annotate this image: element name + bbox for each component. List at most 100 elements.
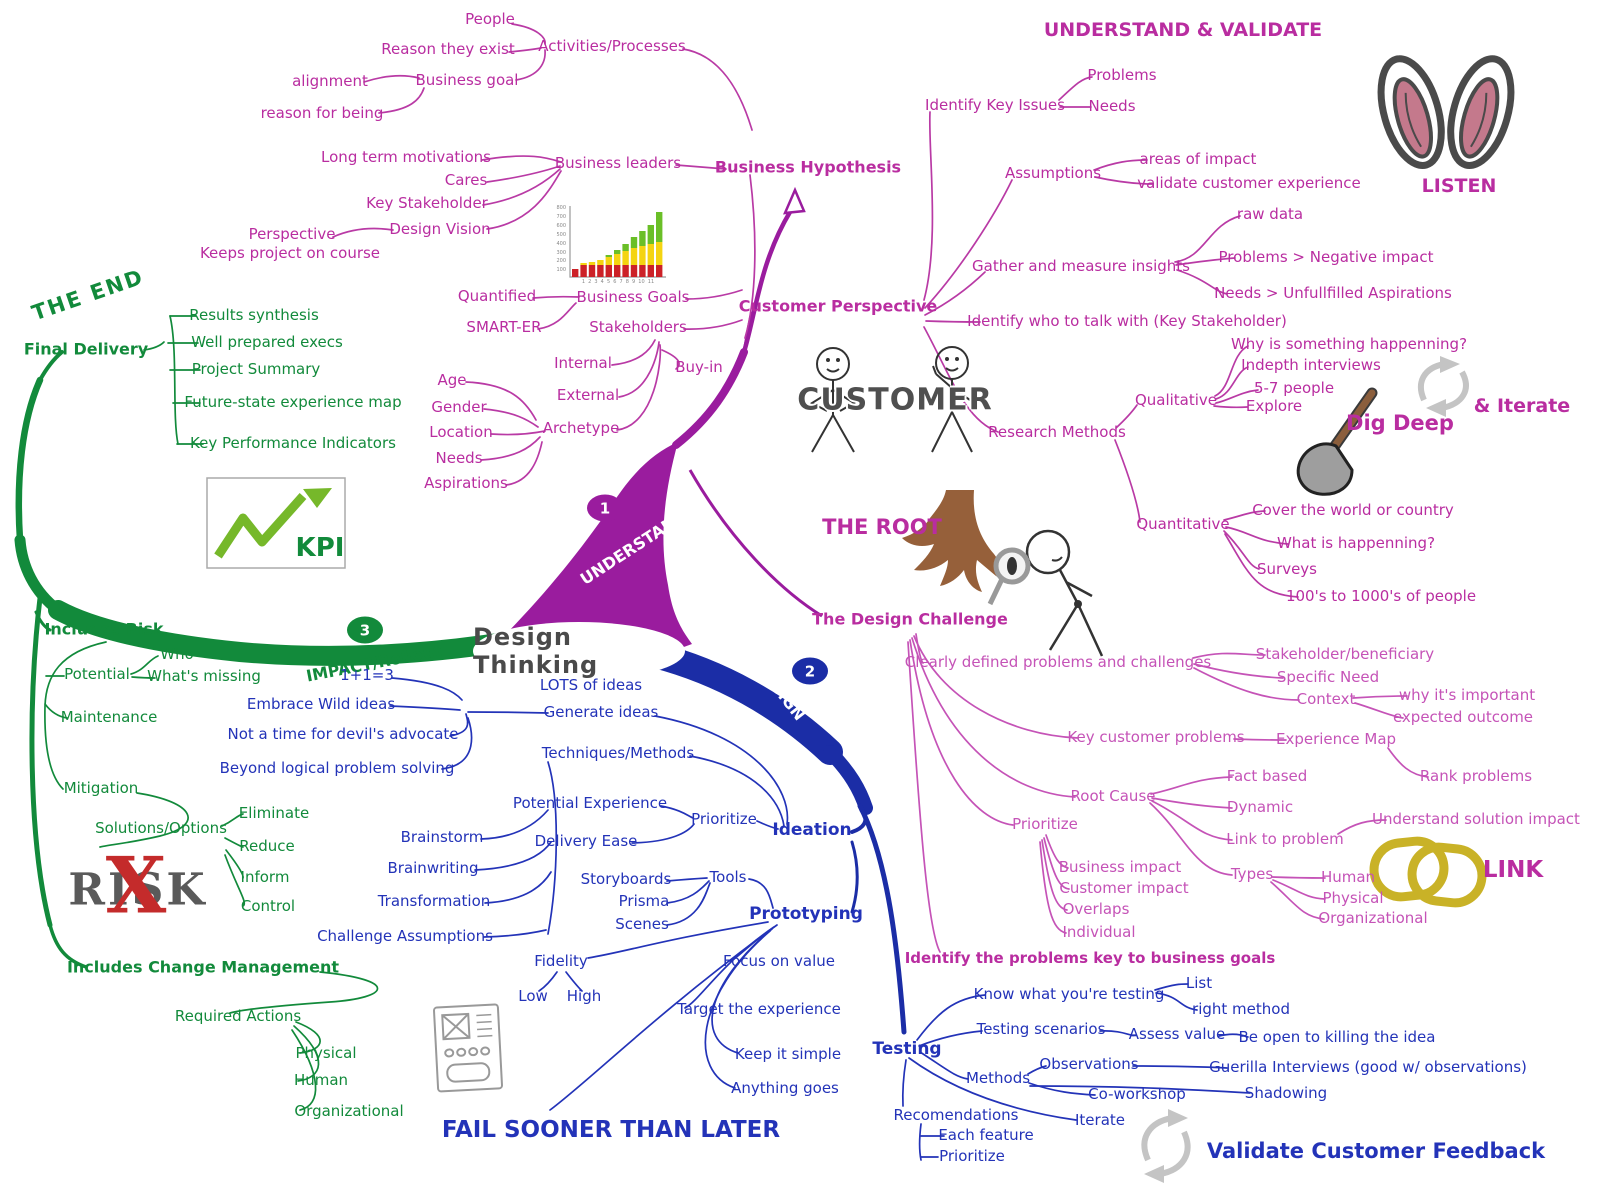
node-not-devils-advocate: Not a time for devil's advocate	[227, 725, 459, 744]
risk-wordmark: RISK	[68, 864, 208, 916]
heading-listen: LISTEN	[1421, 175, 1497, 198]
node-reduce: Reduce	[239, 837, 295, 856]
node-long-term-motivations: Long term motivations	[321, 148, 491, 167]
node-aspirations: Aspirations	[424, 474, 508, 493]
customer-figures-icon	[809, 346, 973, 453]
node-design-vision: Design Vision	[389, 220, 491, 239]
node-who: Who	[160, 645, 194, 664]
tree-root-icon	[902, 490, 1006, 592]
node-validate-customer-experience: validate customer experience	[1137, 174, 1361, 193]
node-delivery-ease: Delivery Ease	[534, 832, 638, 851]
heading-fail-sooner: FAIL SOONER THAN LATER	[441, 1116, 781, 1143]
node-methods: Methods	[965, 1069, 1031, 1088]
node-needs-2: Needs	[1088, 97, 1136, 116]
node-results-synthesis: Results synthesis	[189, 306, 319, 325]
node-prototyping: Prototyping	[749, 904, 863, 925]
node-actions-human: Human	[293, 1071, 349, 1090]
node-business-leaders: Business leaders	[554, 154, 682, 173]
iterate-arrows-bottom-icon	[1141, 1109, 1191, 1183]
bunny-ears-icon	[1377, 55, 1515, 170]
iterate-arrows-top-icon	[1417, 356, 1469, 417]
node-types: Types	[1230, 865, 1274, 884]
node-prioritize-problems: Prioritize	[1012, 815, 1078, 834]
node-clearly-defined-problems: Clearly defined problems and challenges	[904, 653, 1212, 672]
node-business-goal: Business goal	[415, 71, 519, 90]
node-alignment: alignment	[292, 72, 368, 91]
node-what-is-happening: What is happenning?	[1276, 534, 1436, 553]
node-link-to-problem: Link to problem	[1226, 830, 1344, 849]
node-quantified: Quantified	[457, 287, 537, 306]
node-each-feature: Each feature	[938, 1126, 1034, 1145]
node-needs-unfulfilled: Needs > Unfullfilled Aspirations	[1214, 284, 1452, 303]
node-transformation: Transformation	[377, 892, 491, 911]
heading-the-root: THE ROOT	[822, 514, 942, 539]
hypothesis-arrowhead-icon	[782, 186, 806, 215]
node-embrace-wild-ideas: Embrace Wild ideas	[246, 695, 396, 714]
node-5-7-people: 5-7 people	[1253, 379, 1335, 398]
heading-validate-customer-feedback: Validate Customer Feedback	[1206, 1138, 1546, 1163]
node-final-delivery: Final Delivery	[23, 339, 149, 359]
node-research-methods: Research Methods	[988, 423, 1126, 442]
node-problems: Problems	[1087, 66, 1157, 85]
node-the-design-challenge: The Design Challenge	[812, 609, 1008, 629]
node-fact-based: Fact based	[1226, 767, 1308, 786]
node-areas-of-impact: areas of impact	[1139, 150, 1257, 169]
kpi-chart-icon	[206, 477, 346, 569]
bar-chart-icon	[569, 206, 666, 278]
node-1plus1: 1+1=3	[340, 666, 394, 685]
node-iterate: Iterate	[1074, 1111, 1126, 1130]
node-problems-negative-impact: Problems > Negative impact	[1218, 248, 1434, 267]
node-business-hypothesis: Business Hypothesis	[714, 157, 902, 177]
node-identify-problems-key: Identify the problems key to business go…	[904, 949, 1276, 968]
node-well-prepared-execs: Well prepared execs	[191, 333, 343, 352]
node-observations: Observations	[1039, 1055, 1139, 1074]
heading-dig-deep: Dig Deep	[1346, 410, 1454, 435]
magnifier-figure-icon	[987, 529, 1104, 657]
node-location: Location	[429, 423, 493, 442]
node-identify-who-to-talk-with: Identify who to talk with (Key Stakehold…	[967, 312, 1287, 331]
node-internal: Internal	[554, 354, 612, 373]
connectors-understand	[332, 23, 1299, 598]
node-archetype: Archetype	[542, 419, 620, 438]
bar-chart-x-ticks: 1 2 3 4 5 6 7 8 9 10 11	[581, 279, 655, 285]
node-includes-risk: Includes Risk	[44, 619, 164, 639]
node-future-state-map: Future-state experience map	[184, 393, 402, 412]
heading-and-iterate: & Iterate	[1473, 395, 1571, 418]
node-explore: Explore	[1245, 397, 1303, 416]
wireframe-sketch-icon	[432, 1003, 503, 1093]
node-qualitative: Qualitative	[1134, 391, 1218, 410]
node-right-method: right method	[1192, 1000, 1290, 1019]
node-why-its-important: why it's important	[1398, 686, 1536, 705]
impact-branch-swoosh	[14, 350, 515, 969]
node-target-the-experience: Target the experience	[677, 1000, 841, 1019]
node-scenes: Scenes	[615, 915, 669, 934]
node-know-what-testing: Know what you're testing	[973, 985, 1165, 1004]
connectors-impact	[44, 315, 379, 1111]
node-customer-impact: Customer impact	[1059, 879, 1189, 898]
node-potential-experience: Potential Experience	[512, 794, 668, 813]
node-whats-missing: What's missing	[147, 667, 261, 686]
node-eliminate: Eliminate	[238, 804, 310, 823]
node-types-organizational: Organizational	[1318, 909, 1428, 928]
node-experience-map: Experience Map	[1275, 730, 1397, 749]
node-shadowing: Shadowing	[1244, 1084, 1328, 1103]
node-techniques-methods: Techniques/Methods	[541, 744, 695, 763]
node-expected-outcome: expected outcome	[1392, 708, 1534, 727]
node-raw-data: raw data	[1236, 205, 1304, 224]
node-testing: Testing	[872, 1039, 942, 1060]
node-reason-for-being: reason for being	[260, 104, 384, 123]
bar-chart-y-ticks: 800 700 600 500 400 300 200 100	[556, 205, 566, 274]
heading-link: LINK	[1482, 856, 1544, 883]
node-be-open-killing-idea: Be open to killing the idea	[1238, 1028, 1436, 1047]
node-list: List	[1185, 974, 1213, 993]
node-actions-physical: Physical	[295, 1044, 357, 1063]
node-assumptions: Assumptions	[1004, 164, 1102, 183]
node-gender: Gender	[431, 398, 487, 417]
node-types-human: Human	[1320, 868, 1376, 887]
node-mitigation: Mitigation	[63, 779, 139, 798]
node-stakeholders: Stakeholders	[589, 318, 687, 337]
node-generate-ideas: Generate ideas	[543, 703, 659, 722]
badge-1: 1	[587, 494, 623, 522]
